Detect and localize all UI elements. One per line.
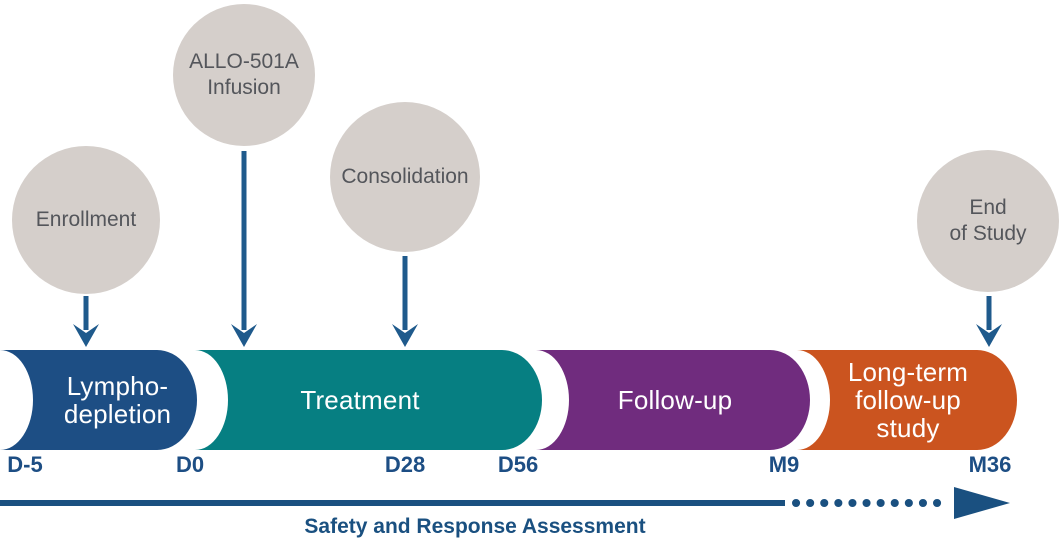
phase-bar-lymphodepletion: [0, 350, 197, 450]
tick-d-5: D-5: [7, 452, 43, 477]
phase-bar-treatment: [195, 350, 542, 450]
end-of-study-arrow: [976, 296, 1002, 347]
assessment-arrow: [0, 487, 1010, 519]
tick-d28: D28: [384, 452, 426, 477]
phase-label-followup: Follow-up: [617, 384, 733, 415]
phase-label-lymphodepletion: Lympho-depletion: [63, 370, 172, 429]
consolidation-arrow: [392, 256, 418, 347]
enrollment-circle: Enrollment: [12, 146, 160, 294]
enrollment-arrow: [73, 296, 99, 347]
tick-m9: M9: [768, 452, 800, 477]
consolidation-circle: Consolidation: [330, 102, 480, 252]
assessment-caption: Safety and Response Assessment: [304, 515, 646, 538]
tick-d56: D56: [497, 452, 539, 477]
tick-m36: M36: [968, 452, 1012, 477]
consolidation-circle-label: Consolidation: [341, 165, 469, 189]
assessment-arrowhead: [954, 487, 1010, 519]
tick-d0: D0: [175, 452, 205, 477]
phase-bar-followup: [536, 350, 810, 450]
allo-infusion-arrow: [231, 151, 257, 347]
phase-bar-longterm: [797, 350, 1017, 450]
phase-label-treatment: Treatment: [300, 384, 420, 415]
milestone-arrows: [73, 151, 1002, 347]
enrollment-circle-label: Enrollment: [35, 208, 137, 232]
